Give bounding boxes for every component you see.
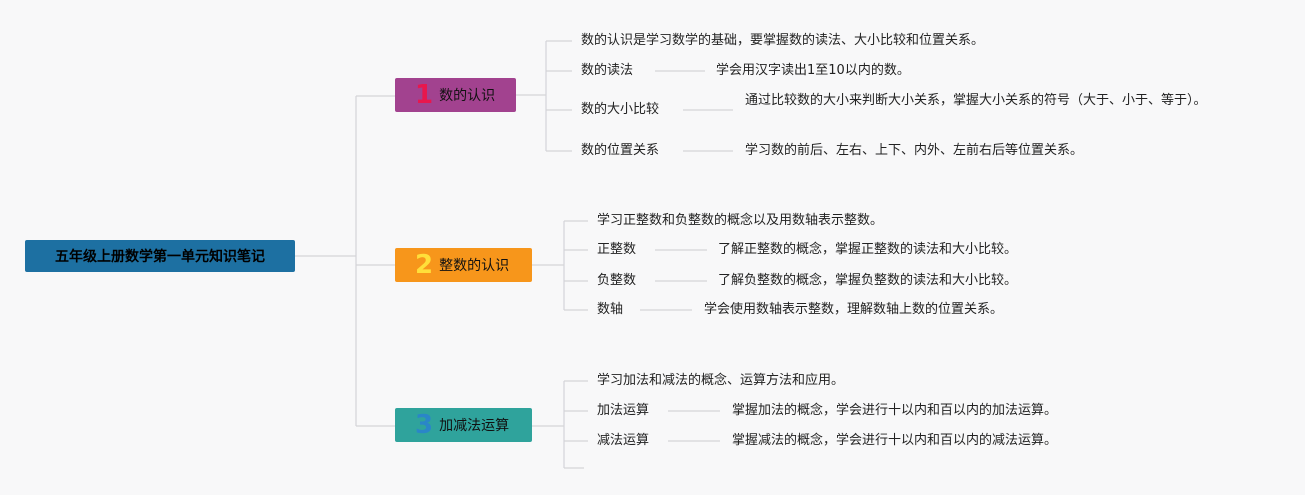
- branch-2-item-1-label: 正整数: [597, 242, 637, 257]
- branch-2-summary: 学习正整数和负整数的概念以及用数轴表示整数。: [597, 213, 884, 228]
- branch-1-item-3-desc: 学习数的前后、左右、上下、内外、左前右后等位置关系。: [745, 143, 1084, 158]
- branch-1-item-2-label: 数的大小比较: [581, 102, 660, 117]
- branch-2-item-1-desc: 了解正整数的概念，掌握正整数的读法和大小比较。: [718, 242, 1018, 257]
- branch-1-summary: 数的认识是学习数学的基础，要掌握数的读法、大小比较和位置关系。: [581, 33, 985, 48]
- branch-1-item-1-label: 数的读法: [581, 63, 634, 78]
- branch-3-item-2-label: 减法运算: [597, 433, 650, 448]
- branch-node-3[interactable]: 3 加减法运算: [395, 408, 532, 442]
- branch-3-summary: 学习加法和减法的概念、运算方法和应用。: [597, 373, 845, 388]
- branch-2-item-2-desc: 了解负整数的概念，掌握负整数的读法和大小比较。: [718, 273, 1018, 288]
- branch-node-1[interactable]: 1 数的认识: [395, 78, 516, 112]
- branch-2-item-3-label: 数轴: [597, 302, 624, 317]
- branch-2-item-3-desc: 学会使用数轴表示整数，理解数轴上数的位置关系。: [704, 302, 1004, 317]
- branch-title-1: 数的认识: [439, 88, 496, 104]
- root-node[interactable]: 五年级上册数学第一单元知识笔记: [25, 240, 295, 272]
- branch-2-item-2-label: 负整数: [597, 273, 637, 288]
- root-title: 五年级上册数学第一单元知识笔记: [55, 249, 265, 265]
- branch-number-1: 1: [415, 80, 434, 110]
- branch-number-2: 2: [415, 250, 434, 280]
- branch-3-item-1-desc: 掌握加法的概念，学会进行十以内和百以内的加法运算。: [732, 403, 1058, 418]
- branch-1-item-1-desc: 学会用汉字读出1至10以内的数。: [716, 63, 910, 78]
- branch-1-item-2-desc: 通过比较数的大小来判断大小关系，掌握大小关系的符号（大于、小于、等于）。: [745, 93, 1207, 108]
- branch-3-item-2-desc: 掌握减法的概念，学会进行十以内和百以内的减法运算。: [732, 433, 1058, 448]
- branch-number-3: 3: [415, 410, 434, 440]
- branch-title-2: 整数的认识: [439, 258, 510, 274]
- branch-1-item-3-label: 数的位置关系: [581, 143, 660, 158]
- branch-3-item-1-label: 加法运算: [597, 403, 650, 418]
- branch-title-3: 加减法运算: [439, 418, 510, 434]
- branch-node-2[interactable]: 2 整数的认识: [395, 248, 532, 282]
